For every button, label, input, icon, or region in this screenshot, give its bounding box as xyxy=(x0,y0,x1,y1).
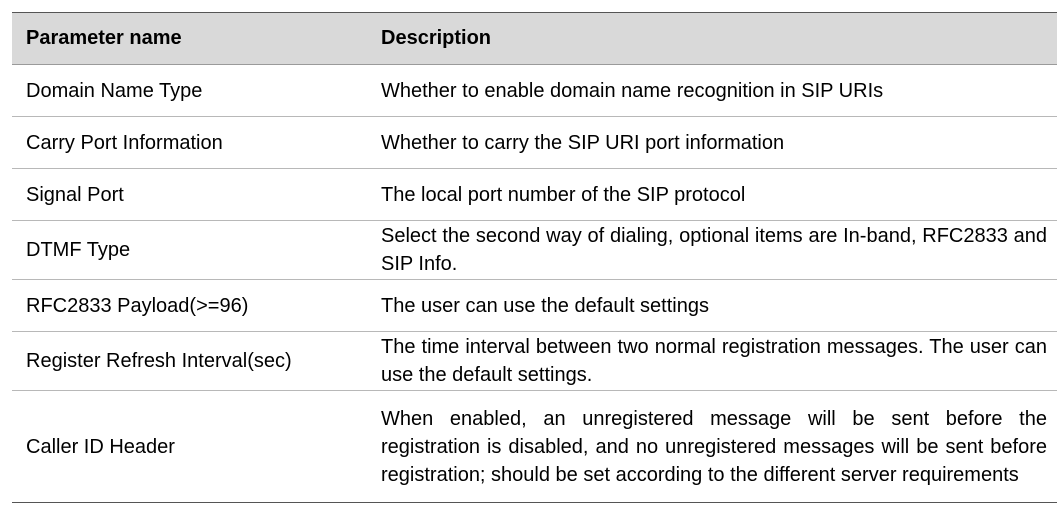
description-cell: The user can use the default settings xyxy=(367,279,1057,332)
description-cell: The local port number of the SIP protoco… xyxy=(367,168,1057,221)
description-cell: The time interval between two normal reg… xyxy=(367,331,1057,391)
table-row: DTMF Type Select the second way of diali… xyxy=(12,220,1057,280)
table-row: Register Refresh Interval(sec) The time … xyxy=(12,331,1057,391)
parameter-name-cell: RFC2833 Payload(>=96) xyxy=(12,279,367,332)
parameter-name-cell: Register Refresh Interval(sec) xyxy=(12,331,367,391)
parameter-name-cell: Signal Port xyxy=(12,168,367,221)
description-cell: Whether to enable domain name recognitio… xyxy=(367,64,1057,117)
table-header-row: Parameter name Description xyxy=(12,12,1057,65)
description-cell: Whether to carry the SIP URI port inform… xyxy=(367,116,1057,169)
header-description: Description xyxy=(367,12,1057,65)
parameter-name-cell: Carry Port Information xyxy=(12,116,367,169)
header-parameter-name: Parameter name xyxy=(12,12,367,65)
parameter-name-cell: Domain Name Type xyxy=(12,64,367,117)
table-row: RFC2833 Payload(>=96) The user can use t… xyxy=(12,279,1057,332)
description-cell: When enabled, an unregistered message wi… xyxy=(367,390,1057,503)
table-row: Domain Name Type Whether to enable domai… xyxy=(12,64,1057,117)
parameter-name-cell: Caller ID Header xyxy=(12,390,367,503)
parameter-name-cell: DTMF Type xyxy=(12,220,367,280)
description-cell: Select the second way of dialing, option… xyxy=(367,220,1057,280)
table-row: Signal Port The local port number of the… xyxy=(12,168,1057,221)
table-row: Carry Port Information Whether to carry … xyxy=(12,116,1057,169)
parameter-table: Parameter name Description Domain Name T… xyxy=(12,12,1057,503)
table-row: Caller ID Header When enabled, an unregi… xyxy=(12,390,1057,503)
